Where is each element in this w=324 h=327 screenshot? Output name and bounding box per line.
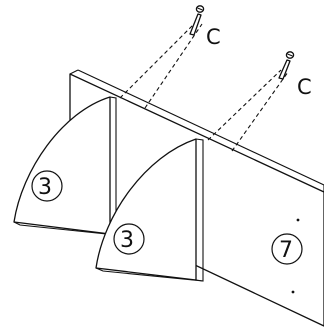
screw-icon xyxy=(189,5,205,36)
fastener-label-c: C xyxy=(206,25,221,49)
svg-text:3: 3 xyxy=(120,228,134,253)
right-quarter-panel xyxy=(95,138,197,281)
part-callout-3: 3 xyxy=(31,170,63,202)
left-quarter-panel xyxy=(13,96,111,235)
fastener-label-c: C xyxy=(297,75,312,99)
screw-icon xyxy=(278,51,295,80)
svg-text:7: 7 xyxy=(279,238,293,263)
screw-hole-lower xyxy=(291,290,295,294)
right-quarter-panel-bottom xyxy=(95,267,204,282)
back-panel-top-edge xyxy=(69,69,79,75)
screw-guide-left-b xyxy=(144,23,203,109)
screw-guide-right-b xyxy=(231,71,289,152)
back-panel-top-edge-2 xyxy=(77,69,324,186)
svg-text:3: 3 xyxy=(38,175,52,200)
left-quarter-panel-bottom xyxy=(13,221,117,236)
screw-guide-left-a xyxy=(119,21,197,99)
screw-hole-upper xyxy=(296,218,300,222)
part-callout-7: 7 xyxy=(271,233,303,265)
screw-guide-right-a xyxy=(207,69,282,141)
part-callout-3: 3 xyxy=(113,223,145,255)
